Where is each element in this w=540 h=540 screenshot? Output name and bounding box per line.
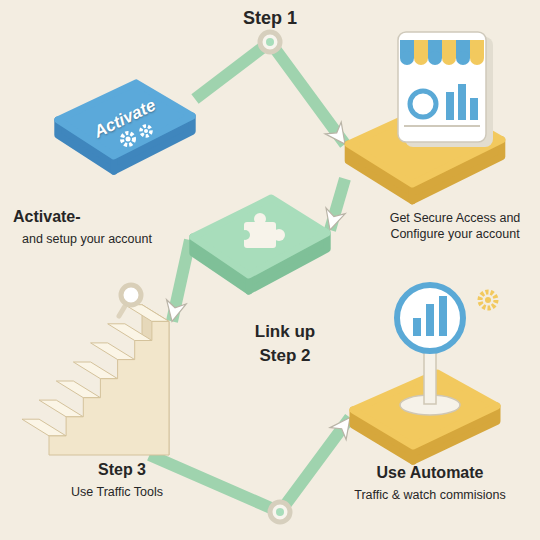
awning-stripe — [400, 40, 414, 58]
stair-face — [91, 343, 135, 360]
step-caption: Traffic & watch commisions — [335, 487, 525, 503]
awning-scallop — [470, 51, 484, 65]
tile-face — [58, 83, 192, 156]
awning-scallop — [456, 51, 470, 65]
step-tile: Get Secure Access and Configure your acc… — [345, 100, 505, 205]
step-heading: Link up — [210, 321, 360, 343]
step-heading: Activate- — [13, 207, 81, 228]
awning-scallop — [414, 51, 428, 65]
step-tile: Use AutomateTraffic & watch commisions — [350, 370, 500, 465]
step-tile: ActivateActivate-and setup your account — [55, 80, 195, 175]
waypoint-dot — [276, 508, 284, 516]
awning-stripe — [456, 40, 470, 58]
awning-scallop — [400, 51, 414, 65]
awning-stripe — [428, 40, 442, 58]
diagram-title: Step 1 — [0, 8, 540, 29]
awning-scallop — [428, 51, 442, 65]
tile-face — [193, 198, 327, 275]
chart-bar — [470, 98, 478, 120]
magnifier-handle — [119, 306, 125, 316]
step-number: Step 3 — [67, 460, 177, 481]
tile-outline — [350, 370, 500, 465]
chart-bar — [413, 318, 421, 336]
gear-icon — [480, 292, 496, 308]
stair-face — [125, 305, 169, 322]
stair-face — [108, 324, 152, 341]
stair-face — [22, 419, 66, 436]
stair-face — [49, 321, 169, 455]
staircase-outline — [22, 288, 172, 455]
magnifier-icon — [121, 285, 141, 305]
staircase-shape: Step 3Use Traffic Tools — [22, 288, 172, 455]
awning-stripe — [470, 40, 484, 58]
flow-path — [195, 42, 345, 144]
flow-path — [330, 179, 345, 230]
step-number: Step 2 — [210, 345, 360, 367]
waypoint-dot — [266, 38, 274, 46]
awning-scallop — [442, 51, 456, 65]
tile-face — [348, 103, 502, 184]
awning-stripe — [442, 40, 456, 58]
chart-frame — [397, 285, 463, 351]
step-caption: Get Secure Access and Configure your acc… — [367, 210, 540, 243]
chart-bar — [426, 304, 434, 336]
chart-bar — [439, 296, 447, 336]
waypoint-ring — [270, 502, 290, 522]
tile-outline — [190, 195, 330, 295]
gear-hub — [485, 297, 491, 303]
step-caption: Use Traffic Tools — [32, 484, 202, 500]
awning-stripe — [414, 40, 428, 58]
stair-face — [56, 381, 100, 398]
step-tile: Link upStep 2 — [190, 195, 330, 295]
tile-face — [353, 373, 497, 446]
stair-face — [39, 400, 83, 417]
step-heading: Use Automate — [340, 463, 520, 484]
step-caption: and setup your account — [22, 231, 152, 247]
tile-outline — [345, 100, 505, 205]
waypoint-ring — [260, 32, 280, 52]
stair-face — [73, 362, 117, 379]
flow-path — [150, 418, 351, 513]
flow-path — [172, 240, 190, 321]
